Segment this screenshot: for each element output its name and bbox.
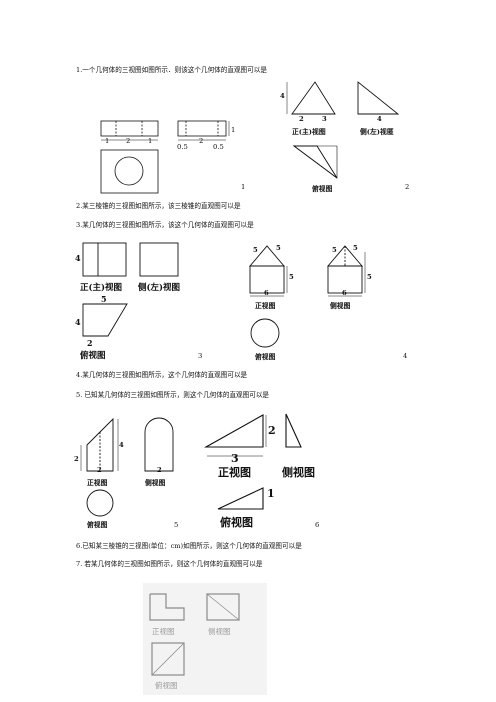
fig5-w2: 2 bbox=[157, 466, 162, 474]
fig4-side-label: 侧视图 bbox=[330, 302, 351, 310]
fig2-side-label: 侧(左)视匿 bbox=[360, 128, 394, 136]
fig1-dim-5: 2 bbox=[199, 137, 204, 145]
question-2: 2.某三棱锥的三视图如图所示，该三棱锥的直观图可以是 bbox=[76, 202, 241, 210]
fig1-dim-3: 1 bbox=[148, 137, 153, 145]
fig5-w1: 2 bbox=[97, 466, 102, 474]
figure-number-2: 2 bbox=[405, 183, 410, 191]
question-5: 5. 已知某几何体的三视图如图所示，则这个几何体的直观图可以是 bbox=[76, 391, 270, 399]
fig1-dim-6: 0.5 bbox=[213, 143, 224, 151]
question-1: 1.一个几何体的三视图如图所示．则该这个几何体的直观图可以是 bbox=[76, 66, 267, 74]
fig1-dim-1: 1 bbox=[105, 137, 110, 145]
figure-number-6: 6 bbox=[315, 521, 320, 529]
fig5-top-label: 俯视图 bbox=[87, 521, 108, 529]
fig5-h2: 4 bbox=[119, 441, 124, 449]
fig4-top-label: 俯视图 bbox=[255, 353, 276, 361]
fig5-front-label: 正视图 bbox=[87, 479, 108, 487]
fig4-side-4: 5 bbox=[332, 246, 337, 254]
fig4-side-6: 5 bbox=[367, 273, 372, 281]
fig2-base-2: 3 bbox=[322, 115, 327, 123]
fig4-base: 6 bbox=[264, 289, 269, 297]
question-7: 7. 若某几何体的三视图如图所示，则这个几何体的直观图可以是 bbox=[76, 560, 263, 568]
figure-7-image bbox=[143, 583, 267, 695]
figure-number-4: 4 bbox=[403, 352, 408, 360]
fig5-h1: 2 bbox=[74, 455, 79, 463]
fig7-side-label: 侧视图 bbox=[208, 627, 231, 636]
fig6-top-label: 俯视图 bbox=[220, 516, 253, 529]
fig6-top-thickness: 1 bbox=[267, 487, 275, 500]
fig4-side-5: 5 bbox=[353, 244, 358, 252]
question-6: 6.已知某三棱锥的三视图(单位：cm)如图所示，则这个几何体的直观图可以是 bbox=[76, 542, 302, 550]
fig3-top-height: 4 bbox=[75, 317, 81, 327]
fig2-front-label: 正(主)视图 bbox=[292, 128, 326, 136]
fig3-height: 4 bbox=[75, 253, 81, 263]
fig1-dim-4: 0.5 bbox=[177, 143, 188, 151]
fig6-height: 2 bbox=[268, 424, 276, 437]
fig4-base-2: 6 bbox=[342, 289, 347, 297]
fig3-side-label: 侧(左)视图 bbox=[138, 283, 181, 293]
fig5-side-label: 侧视图 bbox=[145, 479, 166, 487]
fig2-base-3: 4 bbox=[377, 115, 382, 123]
fig2-top-label: 俯视图 bbox=[312, 185, 333, 193]
fig6-width: 3 bbox=[231, 452, 239, 465]
question-3: 3.某几何体的三视图如图所示，该这个几何体的直观图可以是 bbox=[76, 221, 254, 229]
fig3-top-width: 5 bbox=[101, 294, 107, 304]
fig6-front-label: 正视图 bbox=[218, 466, 251, 479]
figure-number-5: 5 bbox=[174, 521, 179, 529]
figure-number-3: 3 bbox=[198, 352, 203, 360]
fig6-side-label: 侧视图 bbox=[282, 466, 315, 479]
fig4-side-3: 5 bbox=[289, 273, 294, 281]
figure-number-1: 1 bbox=[241, 183, 246, 191]
fig7-front-label: 正视图 bbox=[152, 627, 175, 636]
fig4-front-label: 正视图 bbox=[255, 302, 276, 310]
fig4-side-1: 5 bbox=[253, 246, 258, 254]
fig1-dim-2: 2 bbox=[126, 137, 131, 145]
fig2-height: 4 bbox=[280, 92, 285, 100]
fig4-side-2: 5 bbox=[276, 244, 281, 252]
fig3-top-bottom: 2 bbox=[87, 338, 93, 348]
question-4: 4.某几何体的三视图如图所示，这个几何体的直观图可以是 bbox=[76, 371, 248, 379]
fig3-top-label: 俯视图 bbox=[80, 351, 106, 361]
fig2-base-1: 2 bbox=[299, 115, 304, 123]
fig3-front-label: 正(主)视图 bbox=[80, 283, 123, 293]
fig1-dim-height: 1 bbox=[231, 126, 236, 134]
fig7-top-label: 俯视图 bbox=[155, 681, 178, 690]
